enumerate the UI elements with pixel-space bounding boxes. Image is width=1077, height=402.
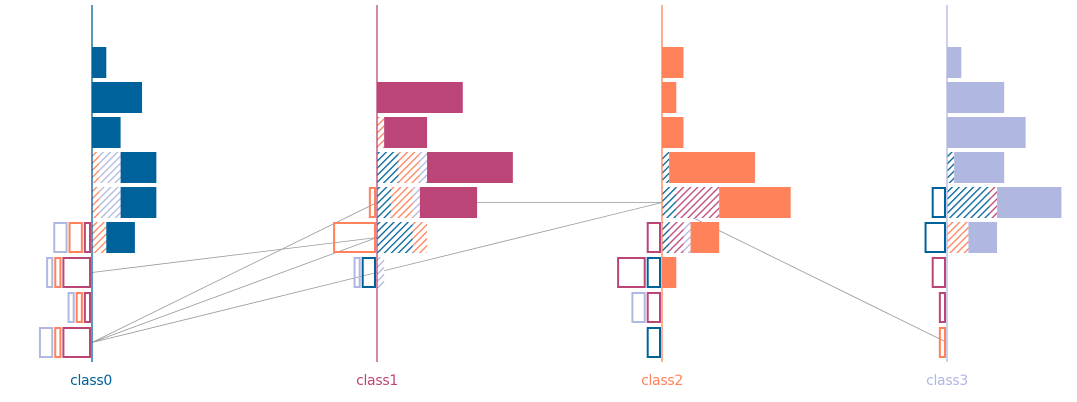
bar-class2-row0-correct[interactable] <box>662 47 684 78</box>
outline-class0-row5-to-class2[interactable] <box>68 222 83 253</box>
bar-class2-row3-from-class0[interactable] <box>662 152 670 183</box>
bar-class1-row5-from-class0[interactable] <box>377 222 413 253</box>
bar-class3-row2-correct[interactable] <box>947 117 1026 148</box>
bar-class2-row3-correct[interactable] <box>669 152 755 183</box>
outline-class2-row6-to-class1[interactable] <box>617 257 646 288</box>
outline-class1-row5-to-class2[interactable] <box>333 222 377 253</box>
bar-class1-row1-correct[interactable] <box>377 82 463 113</box>
bar-class1-row3-from-class2[interactable] <box>398 152 420 183</box>
outline-class0-row6-to-class3[interactable] <box>46 257 54 288</box>
outline-class0-row7-to-class1[interactable] <box>83 292 91 323</box>
labels-layer: class0 class1 class2 class3 <box>70 373 968 389</box>
outline-class0-row8-to-class3[interactable] <box>38 327 54 358</box>
class-label-class1: class1 <box>356 373 398 389</box>
bar-class2-row5-correct[interactable] <box>690 222 720 253</box>
outline-class3-row4-to-class0[interactable] <box>931 187 947 218</box>
outline-class2-row8-to-class0[interactable] <box>646 327 662 358</box>
outline-class2-row7-to-class1[interactable] <box>646 292 662 323</box>
outline-class0-row8-to-class1[interactable] <box>62 327 92 358</box>
bar-class0-row5-correct[interactable] <box>106 222 135 253</box>
bar-class3-row3-from-class0[interactable] <box>947 152 955 183</box>
bar-class1-row5-from-class2[interactable] <box>412 222 428 253</box>
link-2 <box>91 202 378 343</box>
bar-class1-row2-from-class2[interactable] <box>377 117 385 148</box>
bar-class1-row4-from-class3[interactable] <box>412 187 420 218</box>
bar-class0-row3-from-class2[interactable] <box>92 152 100 183</box>
outline-class2-row5-to-class1[interactable] <box>646 222 662 253</box>
bar-class0-row4-correct[interactable] <box>120 187 157 218</box>
bar-class1-row6-from-class3[interactable] <box>377 257 385 288</box>
bar-class1-row4-correct[interactable] <box>419 187 478 218</box>
bar-class0-row3-from-class3[interactable] <box>99 152 121 183</box>
bar-class3-row3-correct[interactable] <box>954 152 1005 183</box>
bar-class3-row1-correct[interactable] <box>947 82 1005 113</box>
class-label-class0: class0 <box>70 373 112 389</box>
bar-class0-row4-from-class2[interactable] <box>92 187 100 218</box>
link-0 <box>91 237 378 273</box>
outline-class0-row7-to-class2[interactable] <box>75 292 83 323</box>
outline-class1-row6-to-class0[interactable] <box>361 257 377 288</box>
bar-class1-row3-correct[interactable] <box>427 152 513 183</box>
bar-class3-row4-correct[interactable] <box>997 187 1062 218</box>
outline-class2-row6-to-class0[interactable] <box>646 257 662 288</box>
bar-class0-row2-correct[interactable] <box>92 117 121 148</box>
bar-class2-row4-correct[interactable] <box>719 187 791 218</box>
bar-class1-row3-from-class0[interactable] <box>377 152 399 183</box>
axes-layer <box>91 5 948 362</box>
bar-class2-row5-from-class1[interactable] <box>669 222 684 253</box>
outline-class3-row8-to-class2[interactable] <box>938 327 946 358</box>
bar-class1-row2-correct[interactable] <box>384 117 428 148</box>
bar-class1-row4-from-class2[interactable] <box>391 187 413 218</box>
bar-class1-row3-from-class3[interactable] <box>419 152 428 183</box>
outline-class0-row8-to-class2[interactable] <box>54 327 62 358</box>
bar-class1-row4-from-class0[interactable] <box>377 187 392 218</box>
class-label-class3: class3 <box>926 373 968 389</box>
bar-class3-row4-from-class0[interactable] <box>947 187 990 218</box>
bar-class0-row3-correct[interactable] <box>120 152 157 183</box>
bars-layer <box>38 47 1062 358</box>
bar-class2-row5-from-class3[interactable] <box>683 222 691 253</box>
outline-class3-row6-to-class1[interactable] <box>931 257 947 288</box>
bar-class0-row5-from-class2[interactable] <box>92 222 107 253</box>
bar-class3-row5-correct[interactable] <box>968 222 998 253</box>
bar-class0-row0-correct[interactable] <box>92 47 107 78</box>
outline-class0-row5-to-class1[interactable] <box>83 222 91 253</box>
bar-class3-row0-correct[interactable] <box>947 47 962 78</box>
bar-class2-row2-correct[interactable] <box>662 117 684 148</box>
bar-class2-row4-from-class0[interactable] <box>662 187 677 218</box>
outline-class3-row5-to-class0[interactable] <box>924 222 946 253</box>
outline-class2-row7-to-class3[interactable] <box>631 292 646 323</box>
outline-class0-row6-to-class1[interactable] <box>62 257 92 288</box>
bar-class0-row4-from-class3[interactable] <box>99 187 121 218</box>
bar-class2-row6-correct[interactable] <box>662 257 677 288</box>
bar-class0-row1-correct[interactable] <box>92 82 143 113</box>
outline-class0-row6-to-class2[interactable] <box>54 257 62 288</box>
outline-class0-row7-to-class3[interactable] <box>67 292 75 323</box>
outline-class3-row7-to-class1[interactable] <box>938 292 946 323</box>
bar-class2-row1-correct[interactable] <box>662 82 677 113</box>
outline-class1-row6-to-class3[interactable] <box>353 257 361 288</box>
links-layer <box>91 202 948 343</box>
outline-class0-row5-to-class3[interactable] <box>53 222 68 253</box>
bar-class2-row4-from-class1[interactable] <box>676 187 720 218</box>
class-label-class2: class2 <box>641 373 683 389</box>
bar-class2-row5-from-class0[interactable] <box>662 222 670 253</box>
bar-class3-row4-from-class1[interactable] <box>989 187 998 218</box>
link-1 <box>91 237 378 343</box>
bar-class3-row5-from-class2[interactable] <box>947 222 969 253</box>
outline-class1-row4-to-class2[interactable] <box>368 187 377 218</box>
